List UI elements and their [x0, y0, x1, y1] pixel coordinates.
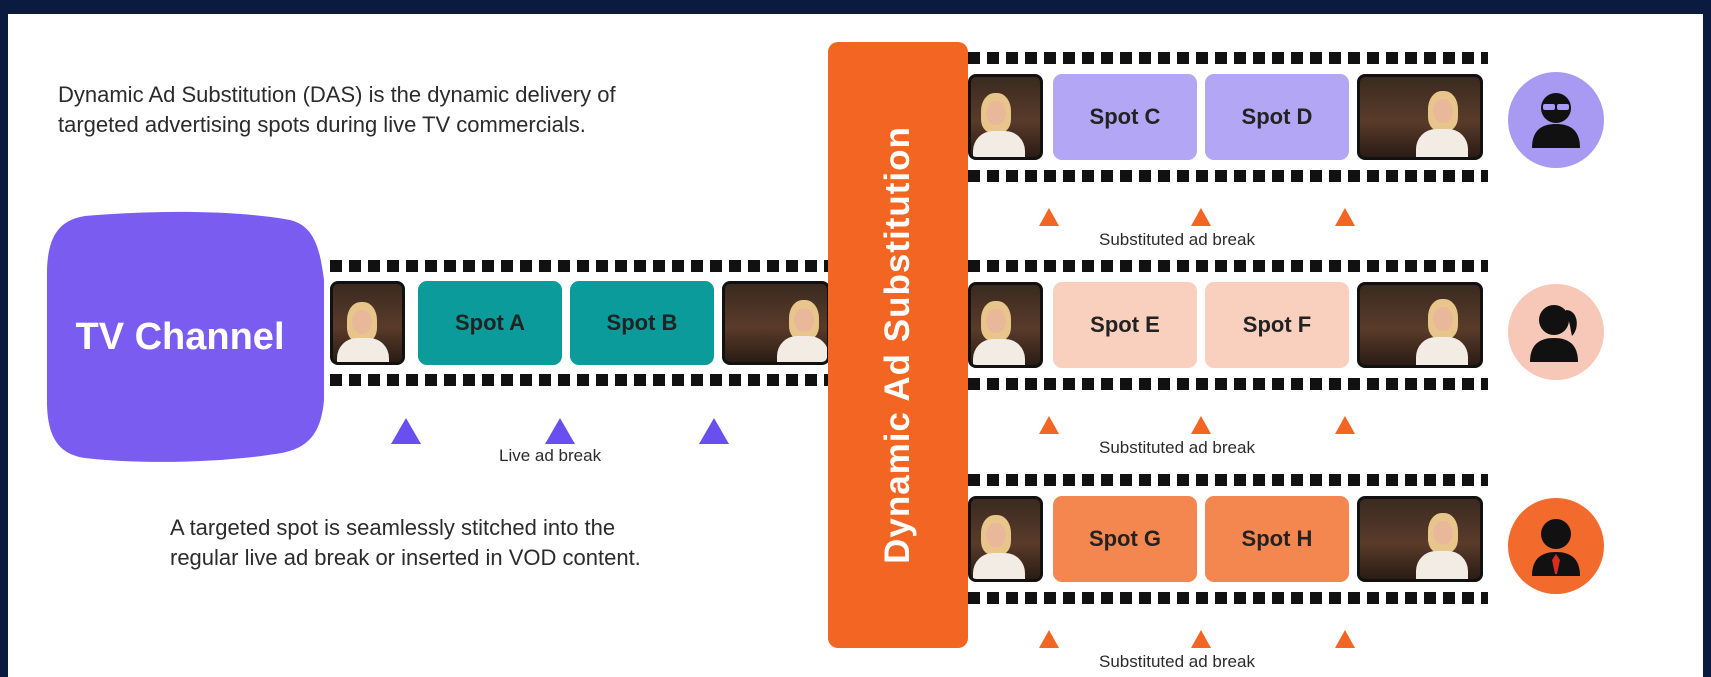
spot-f: Spot F: [1205, 282, 1349, 368]
tv-frame-thumbnail: [1357, 74, 1483, 160]
live-break-marker: [545, 418, 575, 444]
dynamic-ad-substitution-bar: Dynamic Ad Substitution: [828, 42, 968, 648]
spot-d: Spot D: [1205, 74, 1349, 160]
dynamic-ad-substitution-label: Dynamic Ad Substitution: [878, 126, 917, 564]
film-perforation-bottom: [968, 378, 1488, 390]
substituted-ad-break-caption: Substituted ad break: [1099, 230, 1255, 249]
film-perforation-bottom: [968, 170, 1488, 182]
spot-g: Spot G: [1053, 496, 1197, 582]
substituted-break-marker: [1039, 208, 1059, 226]
tv-frame-thumbnail: [968, 74, 1043, 160]
person-tie-icon: [1508, 498, 1604, 594]
substituted-film-strip-2: Spot E Spot F: [968, 260, 1488, 390]
substituted-break-marker: [1335, 416, 1355, 434]
tv-frame-thumbnail: [968, 496, 1043, 582]
substituted-film-strip-1: Spot C Spot D: [968, 52, 1488, 182]
film-perforation-top: [968, 474, 1488, 486]
tv-frame-thumbnail: [1357, 496, 1483, 582]
substituted-break-marker: [1335, 208, 1355, 226]
live-break-marker: [699, 418, 729, 444]
diagram-canvas: Dynamic Ad Substitution (DAS) is the dyn…: [8, 14, 1703, 677]
intro-text: Dynamic Ad Substitution (DAS) is the dyn…: [58, 80, 616, 140]
live-ad-break-caption: Live ad break: [499, 446, 602, 465]
tv-frame-thumbnail: [330, 281, 405, 365]
substituted-ad-break-caption: Substituted ad break: [1099, 438, 1255, 457]
film-perforation-bottom: [968, 592, 1488, 604]
substituted-break-marker: [1039, 416, 1059, 434]
person-ponytail-icon: [1508, 284, 1604, 380]
film-perforation-top: [968, 260, 1488, 272]
film-perforation-bottom: [330, 374, 830, 386]
substituted-break-marker: [1335, 630, 1355, 648]
spot-h: Spot H: [1205, 496, 1349, 582]
substituted-break-marker: [1191, 416, 1211, 434]
tv-frame-thumbnail: [1357, 282, 1483, 368]
tv-frame-thumbnail: [968, 282, 1043, 368]
tv-channel-label: TV Channel: [75, 316, 285, 358]
film-perforation-top: [968, 52, 1488, 64]
film-perforation-top: [330, 260, 830, 272]
tv-frame-thumbnail: [722, 281, 830, 365]
substituted-ad-break-caption: Substituted ad break: [1099, 652, 1255, 671]
tv-channel-shape: TV Channel: [45, 210, 338, 465]
live-break-marker: [391, 418, 421, 444]
person-glasses-icon: [1508, 72, 1604, 168]
substituted-break-marker: [1191, 208, 1211, 226]
substituted-break-marker: [1039, 630, 1059, 648]
substituted-film-strip-3: Spot G Spot H: [968, 474, 1488, 604]
outro-text: A targeted spot is seamlessly stitched i…: [170, 513, 641, 573]
intro-text-line-2: targeted advertising spots during live T…: [58, 112, 586, 137]
substituted-break-marker: [1191, 630, 1211, 648]
spot-e: Spot E: [1053, 282, 1197, 368]
spot-a: Spot A: [418, 281, 562, 365]
live-film-strip: Spot A Spot B: [330, 260, 830, 386]
outro-text-line-2: regular live ad break or inserted in VOD…: [170, 545, 641, 570]
outro-text-line-1: A targeted spot is seamlessly stitched i…: [170, 515, 616, 540]
spot-c: Spot C: [1053, 74, 1197, 160]
intro-text-line-1: Dynamic Ad Substitution (DAS) is the dyn…: [58, 82, 616, 107]
spot-b: Spot B: [570, 281, 714, 365]
